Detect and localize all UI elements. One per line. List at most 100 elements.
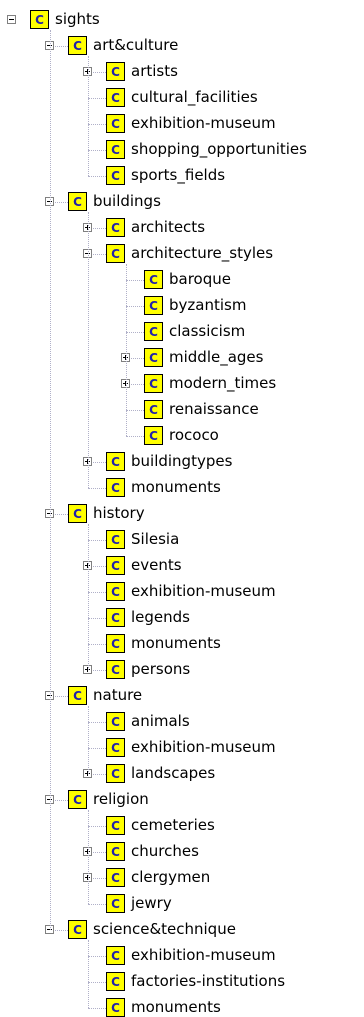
tree-node-label[interactable]: monuments [131,478,221,496]
tree-connector [50,930,68,931]
tree-node-label[interactable]: renaissance [169,400,259,418]
class-icon-letter: C [111,818,120,833]
collapse-icon[interactable] [45,691,54,700]
tree-node-label[interactable]: persons [131,660,191,678]
class-icon: C [68,686,87,705]
class-icon: C [106,62,125,81]
tree-node-label[interactable]: buildingtypes [131,452,233,470]
tree-node-label[interactable]: artists [131,62,178,80]
class-icon-letter: C [111,246,120,261]
tree-guide-line [126,264,127,436]
class-icon: C [106,868,125,887]
tree-connector [88,488,106,489]
tree-connector [88,826,106,827]
tree-connector [88,462,106,463]
collapse-icon[interactable] [45,795,54,804]
tree-node-label[interactable]: Silesia [131,530,180,548]
tree-node-label[interactable]: legends [131,608,190,626]
class-icon: C [68,920,87,939]
tree-node-label[interactable]: shopping_opportunities [131,140,307,158]
tree-node-label[interactable]: middle_ages [169,348,264,366]
expand-icon[interactable] [83,847,92,856]
class-icon: C [106,452,125,471]
class-icon-letter: C [149,428,158,443]
tree-node-label[interactable]: cultural_facilities [131,88,258,106]
tree-node-label[interactable]: religion [93,790,149,808]
expand-icon[interactable] [83,665,92,674]
tree-node-label[interactable]: animals [131,712,190,730]
class-icon-letter: C [149,350,158,365]
class-icon: C [106,114,125,133]
tree-node-label[interactable]: history [93,504,145,522]
tree-node-label[interactable]: exhibition-museum [131,946,276,964]
class-icon-letter: C [111,454,120,469]
tree-node-label[interactable]: sights [55,10,100,28]
class-icon-letter: C [111,974,120,989]
collapse-icon[interactable] [7,15,16,24]
class-icon: C [144,400,163,419]
expand-icon[interactable] [121,353,130,362]
class-icon-letter: C [111,168,120,183]
tree-connector [88,150,106,151]
tree-node-label[interactable]: science&technique [93,920,236,938]
tree-node-label[interactable]: modern_times [169,374,277,392]
tree-connector [126,436,144,437]
tree-connector [50,800,68,801]
class-icon-letter: C [111,714,120,729]
tree-connector [126,332,144,333]
class-icon: C [106,478,125,497]
class-icon: C [106,894,125,913]
tree-node-label[interactable]: byzantism [169,296,247,314]
tree-node-label[interactable]: clergymen [131,868,211,886]
expand-icon[interactable] [121,379,130,388]
class-icon: C [106,140,125,159]
tree-node-label[interactable]: classicism [169,322,246,340]
tree-guide-line [88,56,89,176]
class-icon: C [106,946,125,965]
tree-node-label[interactable]: jewry [131,894,172,912]
class-icon-letter: C [149,324,158,339]
class-icon-letter: C [149,272,158,287]
class-icon: C [106,166,125,185]
tree-node-label[interactable]: exhibition-museum [131,582,276,600]
class-icon: C [106,738,125,757]
expand-icon[interactable] [83,67,92,76]
tree-node-label[interactable]: sports_fields [131,166,226,184]
expand-icon[interactable] [83,769,92,778]
collapse-icon[interactable] [45,197,54,206]
class-icon-letter: C [111,636,120,651]
class-icon: C [144,374,163,393]
tree-node-label[interactable]: churches [131,842,199,860]
tree-guide-line [88,810,89,904]
tree-node-label[interactable]: events [131,556,182,574]
class-icon-letter: C [111,116,120,131]
tree-node-label[interactable]: art&culture [93,36,179,54]
expand-icon[interactable] [83,223,92,232]
tree-node-label[interactable]: exhibition-museum [131,738,276,756]
tree-node-label[interactable]: buildings [93,192,161,210]
class-icon-letter: C [111,532,120,547]
class-icon: C [106,530,125,549]
tree-node-label[interactable]: baroque [169,270,231,288]
collapse-icon[interactable] [83,249,92,258]
tree-node-label[interactable]: cemeteries [131,816,215,834]
expand-icon[interactable] [83,561,92,570]
tree-node-label[interactable]: nature [93,686,143,704]
collapse-icon[interactable] [45,509,54,518]
class-icon: C [106,712,125,731]
tree-connector [88,228,106,229]
tree-node-label[interactable]: landscapes [131,764,216,782]
tree-node-label[interactable]: exhibition-museum [131,114,276,132]
tree-node-label[interactable]: factories-institutions [131,972,286,990]
tree-node-label[interactable]: rococo [169,426,219,444]
tree-node-label[interactable]: architects [131,218,206,236]
tree-connector [126,306,144,307]
tree-node-label[interactable]: architecture_styles [131,244,274,262]
expand-icon[interactable] [83,457,92,466]
tree-node-label[interactable]: monuments [131,634,221,652]
tree-node-label[interactable]: monuments [131,998,221,1016]
collapse-icon[interactable] [45,41,54,50]
collapse-icon[interactable] [45,925,54,934]
expand-icon[interactable] [83,873,92,882]
tree-connector [126,358,144,359]
